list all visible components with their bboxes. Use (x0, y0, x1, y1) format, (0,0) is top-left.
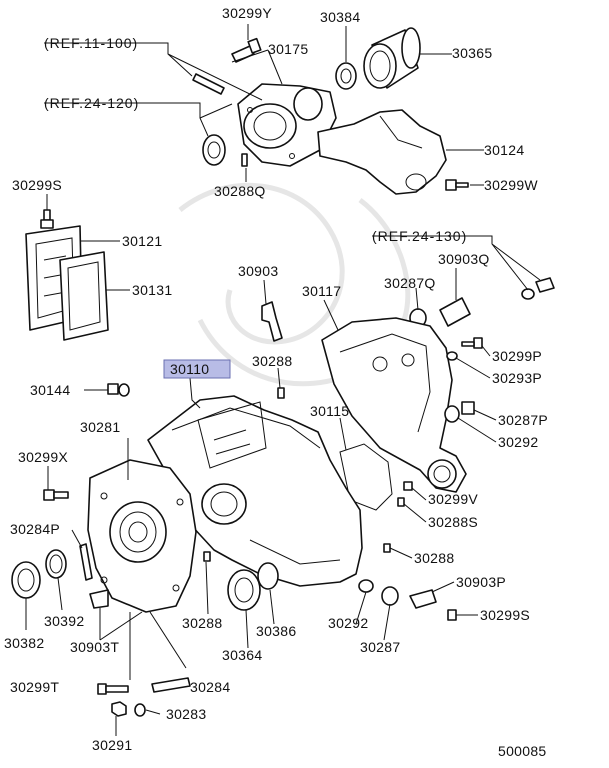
part-label-30291: 30291 (92, 737, 132, 753)
housing-30117-icon (321, 317, 467, 493)
pin-30288-low-icon (383, 543, 391, 553)
part-label-30284P: 30284P (10, 521, 60, 537)
part-label-30386: 30386 (256, 623, 296, 639)
part-label-30293P: 30293P (492, 370, 542, 386)
part-label-30175: 30175 (268, 41, 308, 57)
part-label-30131: 30131 (132, 282, 172, 298)
washer-30283-icon (134, 703, 146, 717)
seal-30384-icon (335, 62, 357, 90)
plug-30144-icon (107, 383, 130, 397)
bracket-30903T-icon (89, 589, 109, 609)
part-label-30384: 30384 (320, 9, 360, 25)
part-label-30281: 30281 (80, 419, 120, 435)
part-label-30288-low: 30288 (414, 550, 454, 566)
pin-30288S-icon (397, 497, 405, 507)
bolt-30299S-bottom-icon (447, 609, 457, 621)
bolt-30299V-icon (403, 481, 413, 491)
cover-30124-icon (317, 109, 447, 195)
pin-icon (192, 73, 225, 95)
ring-30386-icon (257, 562, 279, 590)
stud-30284-icon (151, 677, 191, 693)
highlight-box (163, 359, 231, 379)
part-label-30299V: 30299V (428, 491, 478, 507)
part-label-30288-bottom: 30288 (182, 615, 222, 631)
part-label-30299S-bottom: 30299S (480, 607, 530, 623)
small-ring-icon (521, 277, 555, 300)
seal-30364-icon (227, 569, 261, 611)
pin-30288Q-icon (241, 153, 248, 167)
bolt-30299S-icon (40, 209, 54, 229)
pin-30288-bottom-icon (203, 551, 211, 562)
part-label-30299W: 30299W (484, 177, 538, 193)
part-label-30115: 30115 (310, 403, 349, 419)
part-label-30287: 30287 (360, 639, 400, 655)
plug-30287-icon (381, 586, 399, 606)
pin-30288-mid-icon (277, 387, 285, 399)
bolt-30299W-icon (445, 179, 469, 191)
bolt-30299X-icon (43, 489, 69, 501)
part-label-30903T: 30903T (70, 639, 119, 655)
gasket-30131-icon (59, 251, 109, 341)
part-label-30299P: 30299P (492, 348, 542, 364)
part-label-30124: 30124 (484, 142, 524, 158)
bracket-30903P-icon (409, 589, 437, 609)
bolt-30299P-icon (446, 337, 483, 361)
part-label-30903P: 30903P (456, 574, 506, 590)
bracket-30903-icon (261, 301, 283, 342)
ring-30392-icon (45, 549, 67, 579)
part-label-30299X: 30299X (18, 449, 68, 465)
case-30110-icon (147, 395, 363, 587)
seal-30382-icon (11, 561, 41, 599)
part-label-30365: 30365 (452, 45, 492, 61)
part-label-30903Q: 30903Q (438, 251, 490, 267)
bolt-30299Y-icon (231, 37, 262, 63)
part-label-30288Q: 30288Q (214, 183, 266, 199)
part-label-30292-bottom: 30292 (328, 615, 368, 631)
part-label-30287P: 30287P (498, 412, 548, 428)
part-label-30364: 30364 (222, 647, 262, 663)
ref-label-24-130: (REF.24-130) (372, 228, 467, 244)
stud-30284P-icon (79, 543, 93, 581)
ring-30292-icon (358, 579, 374, 593)
part-label-30903: 30903 (238, 263, 278, 279)
oil-seal-icon (202, 134, 226, 166)
nut-30291-icon (111, 701, 127, 717)
part-label-30288S: 30288S (428, 514, 478, 530)
part-label-30288-mid: 30288 (252, 353, 292, 369)
part-label-30284: 30284 (190, 679, 230, 695)
ref-label-11-100: (REF.11-100) (44, 35, 138, 51)
part-label-30110: 30110 (170, 361, 209, 377)
part-label-30299T: 30299T (10, 679, 59, 695)
diagram-code: 500085 (498, 743, 547, 759)
leader-lines (25, 24, 541, 736)
part-label-30299S-top: 30299S (12, 177, 62, 193)
part-label-30299Y: 30299Y (222, 5, 272, 21)
plug-30287P-icon (444, 401, 475, 423)
boot-30365-icon (363, 27, 421, 89)
part-label-30392: 30392 (44, 613, 84, 629)
part-label-30292-right: 30292 (498, 434, 538, 450)
bolt-30299T-icon (97, 683, 129, 695)
plate-30281-icon (87, 459, 197, 613)
part-label-30283: 30283 (166, 706, 206, 722)
part-label-30382: 30382 (4, 635, 44, 651)
ref-label-24-120: (REF.24-120) (44, 95, 139, 111)
labels: (REF.11-100) (REF.24-120) (REF.24-130) 3… (4, 5, 548, 759)
part-label-30287Q: 30287Q (384, 275, 436, 291)
part-label-30144: 30144 (30, 382, 70, 398)
part-label-30117: 30117 (302, 283, 341, 299)
part-label-30121: 30121 (122, 233, 162, 249)
bracket-30903Q-icon (439, 297, 471, 327)
